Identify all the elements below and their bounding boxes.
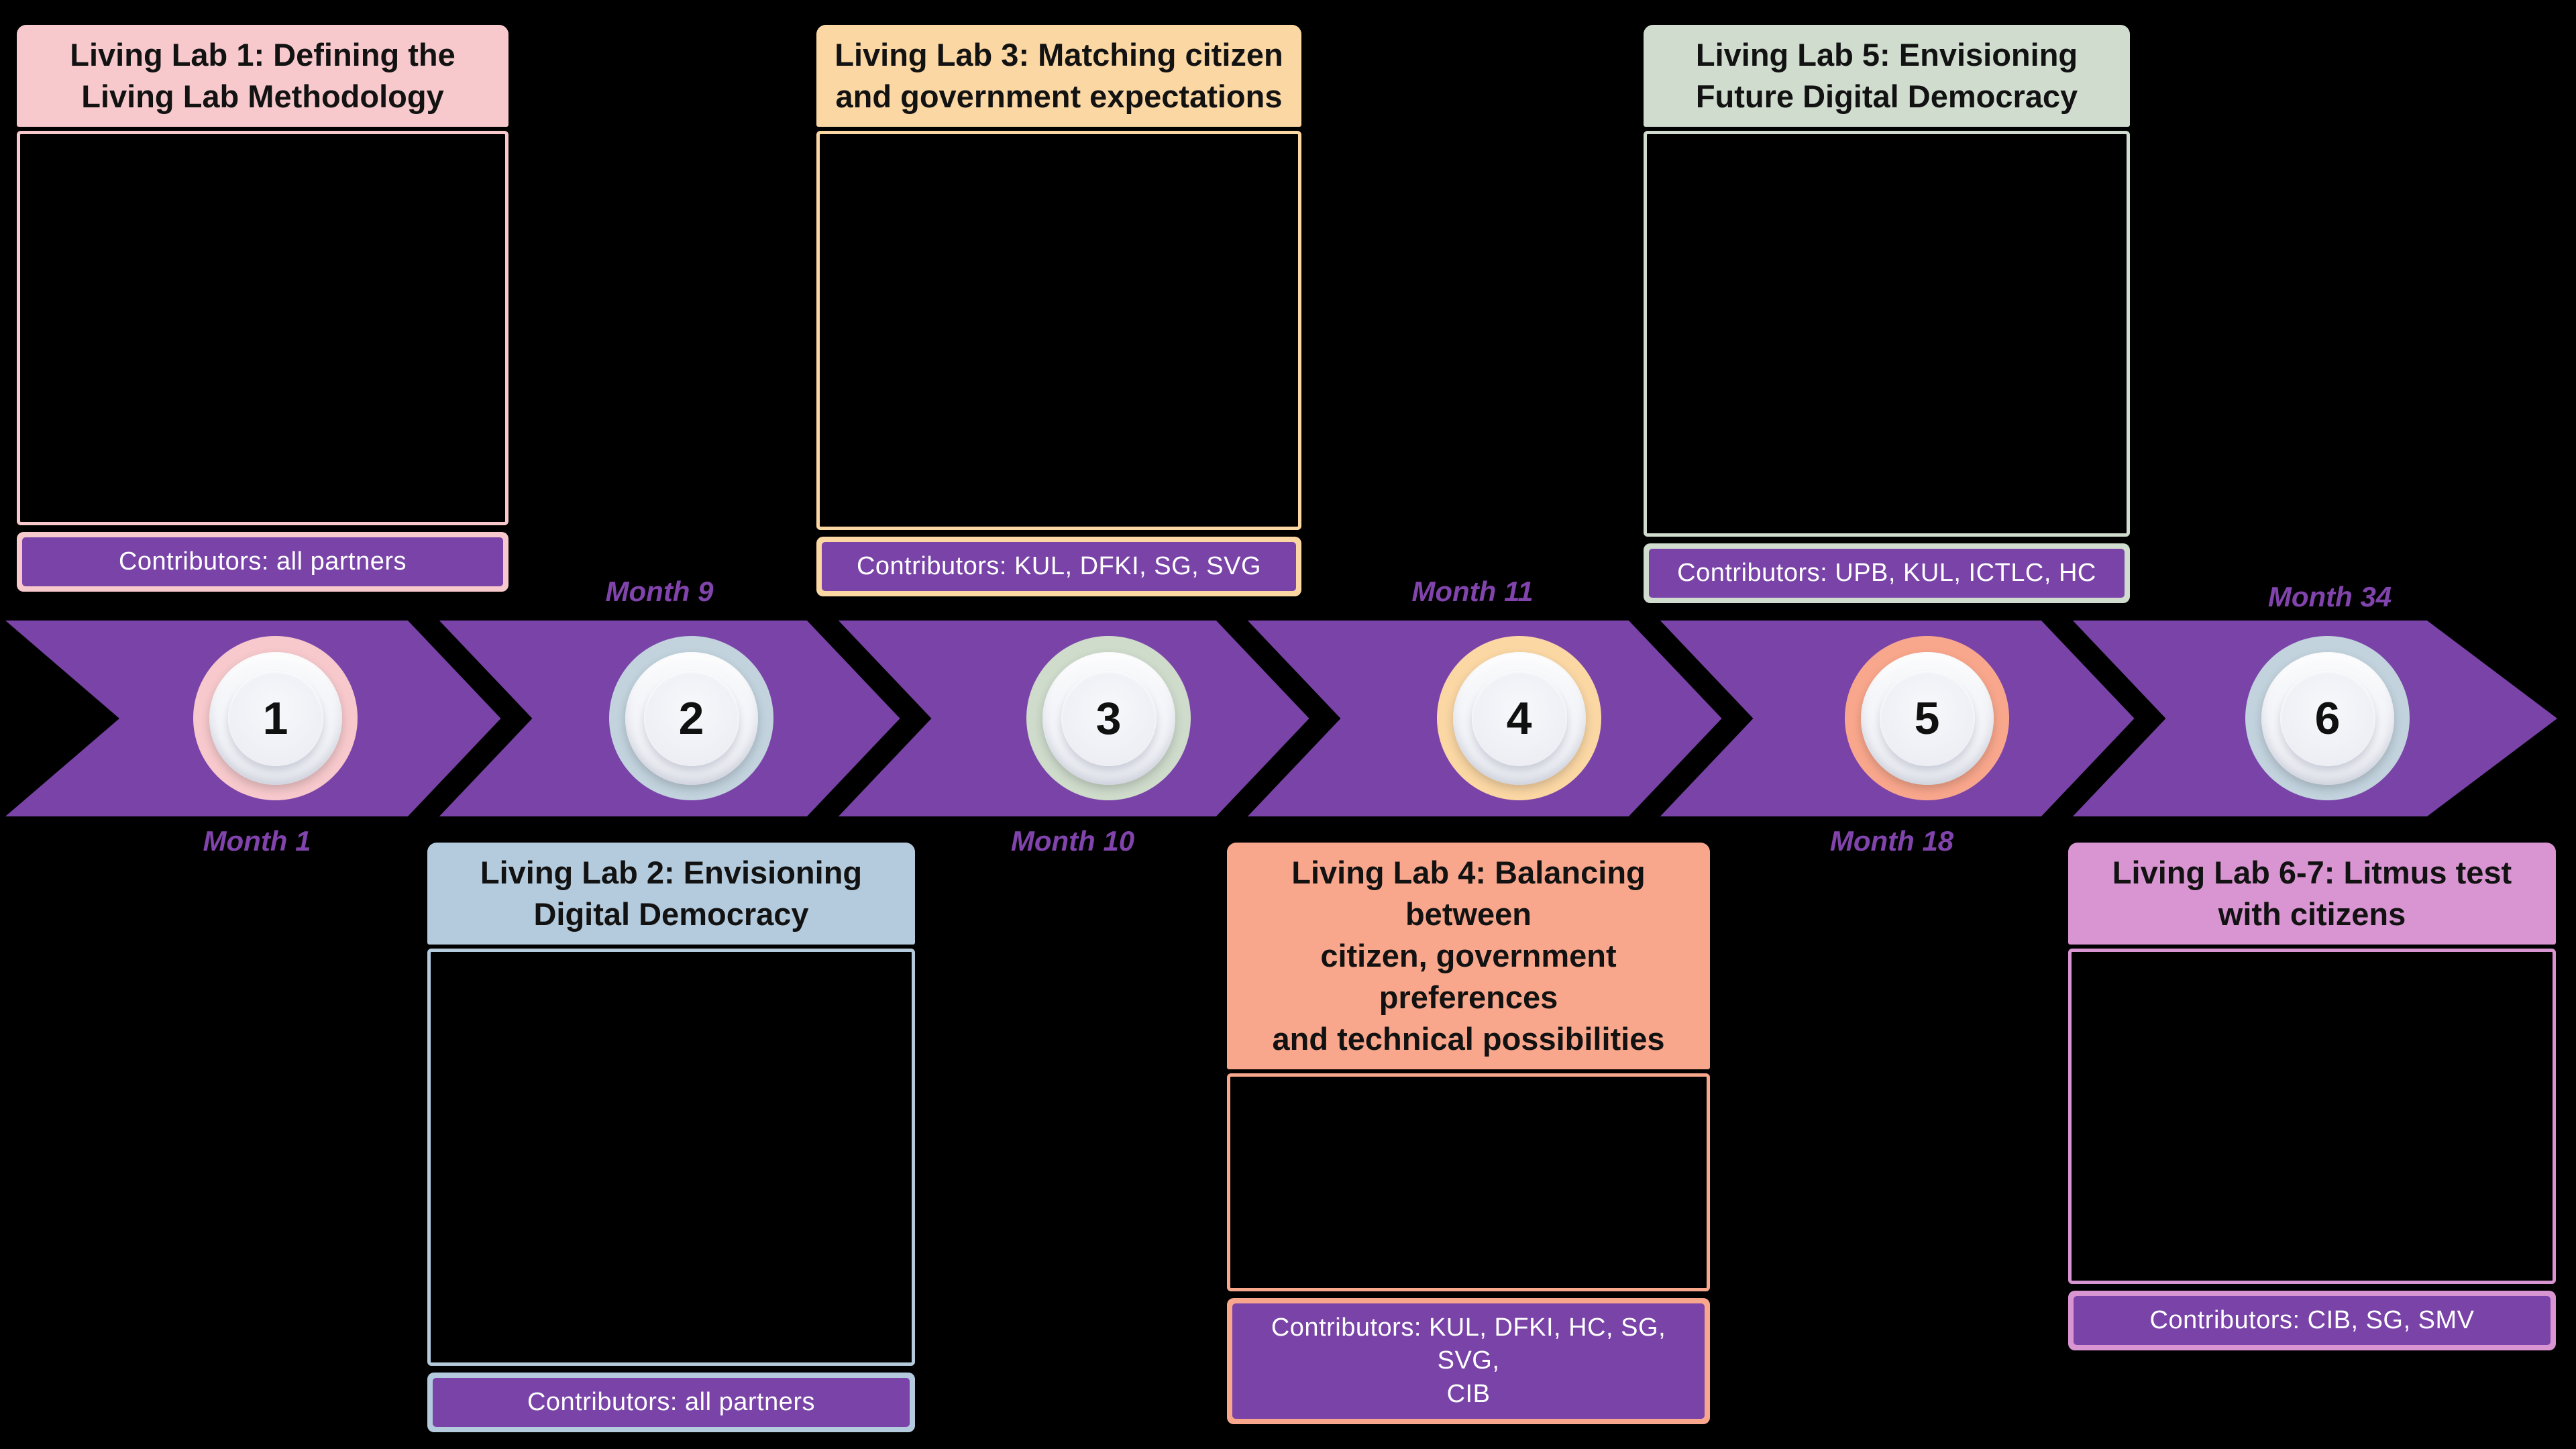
chevron-separator xyxy=(1628,604,1754,833)
month-label-6: Month 34 xyxy=(2267,581,2392,612)
timeline-milestone-6: 6 xyxy=(2245,636,2410,800)
month-label-2: Month 9 xyxy=(605,576,714,607)
card-body xyxy=(427,949,915,1366)
milestone-face: 3 xyxy=(1042,651,1175,785)
timeline-milestone-1: 1 xyxy=(193,636,358,800)
contributors-text: Contributors: all partners xyxy=(22,537,503,586)
chevron-separator xyxy=(407,604,533,833)
timeline-milestone-3: 3 xyxy=(1026,636,1191,800)
contributors-text: Contributors: CIB, SG, SMV xyxy=(2074,1295,2551,1345)
card-title: Living Lab 5: Envisioning Future Digital… xyxy=(1644,25,2130,127)
card-title: Living Lab 2: Envisioning Digital Democr… xyxy=(427,843,915,945)
card-body xyxy=(17,131,508,525)
chevron-separator xyxy=(2041,604,2166,833)
timeline-band xyxy=(5,621,2557,816)
card-living-lab-3: Living Lab 3: Matching citizen and gover… xyxy=(816,25,1301,596)
milestone-face: 6 xyxy=(2261,651,2394,785)
contributors-text: Contributors: all partners xyxy=(433,1377,910,1427)
milestone-number: 3 xyxy=(1061,670,1157,766)
card-body xyxy=(1227,1073,1710,1291)
card-body xyxy=(816,131,1301,530)
month-label-5: Month 18 xyxy=(1829,825,1954,857)
card-title: Living Lab 4: Balancing between citizen,… xyxy=(1227,843,1710,1070)
milestone-number: 2 xyxy=(643,670,739,766)
card-contributors: Contributors: all partners xyxy=(17,531,508,592)
card-contributors: Contributors: KUL, DFKI, HC, SG, SVG, CI… xyxy=(1227,1297,1710,1424)
timeline-milestone-2: 2 xyxy=(609,636,773,800)
month-label-4: Month 11 xyxy=(1411,576,1534,607)
milestone-number: 6 xyxy=(2279,670,2375,766)
timeline-milestone-4: 4 xyxy=(1437,636,1601,800)
month-label-1: Month 1 xyxy=(203,825,311,857)
card-contributors: Contributors: all partners xyxy=(427,1372,915,1432)
contributors-text: Contributors: KUL, DFKI, HC, SG, SVG, CI… xyxy=(1232,1303,1705,1419)
card-body xyxy=(2068,949,2556,1284)
milestone-face: 4 xyxy=(1452,651,1586,785)
card-title: Living Lab 3: Matching citizen and gover… xyxy=(816,25,1301,127)
milestone-face: 1 xyxy=(209,651,342,785)
card-living-lab-5: Living Lab 5: Envisioning Future Digital… xyxy=(1644,25,2130,603)
milestone-number: 5 xyxy=(1879,670,1975,766)
card-living-lab-6-7: Living Lab 6-7: Litmus test with citizen… xyxy=(2068,843,2556,1350)
milestone-number: 1 xyxy=(227,670,323,766)
card-living-lab-1: Living Lab 1: Defining the Living Lab Me… xyxy=(17,25,508,592)
card-contributors: Contributors: KUL, DFKI, SG, SVG xyxy=(816,536,1301,596)
chevron-separator xyxy=(1216,604,1341,833)
month-label-3: Month 10 xyxy=(1010,825,1135,857)
chevron-separator xyxy=(806,604,932,833)
milestone-number: 4 xyxy=(1471,670,1567,766)
card-contributors: Contributors: CIB, SG, SMV xyxy=(2068,1290,2556,1350)
contributors-text: Contributors: KUL, DFKI, SG, SVG xyxy=(822,541,1296,591)
card-title: Living Lab 1: Defining the Living Lab Me… xyxy=(17,25,508,127)
card-contributors: Contributors: UPB, KUL, ICTLC, HC xyxy=(1644,543,2130,603)
card-title: Living Lab 6-7: Litmus test with citizen… xyxy=(2068,843,2556,945)
card-living-lab-4: Living Lab 4: Balancing between citizen,… xyxy=(1227,843,1710,1424)
card-body xyxy=(1644,131,2130,537)
milestone-face: 5 xyxy=(1860,651,1994,785)
contributors-text: Contributors: UPB, KUL, ICTLC, HC xyxy=(1649,548,2125,598)
timeline-milestone-5: 5 xyxy=(1845,636,2009,800)
card-living-lab-2: Living Lab 2: Envisioning Digital Democr… xyxy=(427,843,915,1432)
milestone-face: 2 xyxy=(625,651,758,785)
